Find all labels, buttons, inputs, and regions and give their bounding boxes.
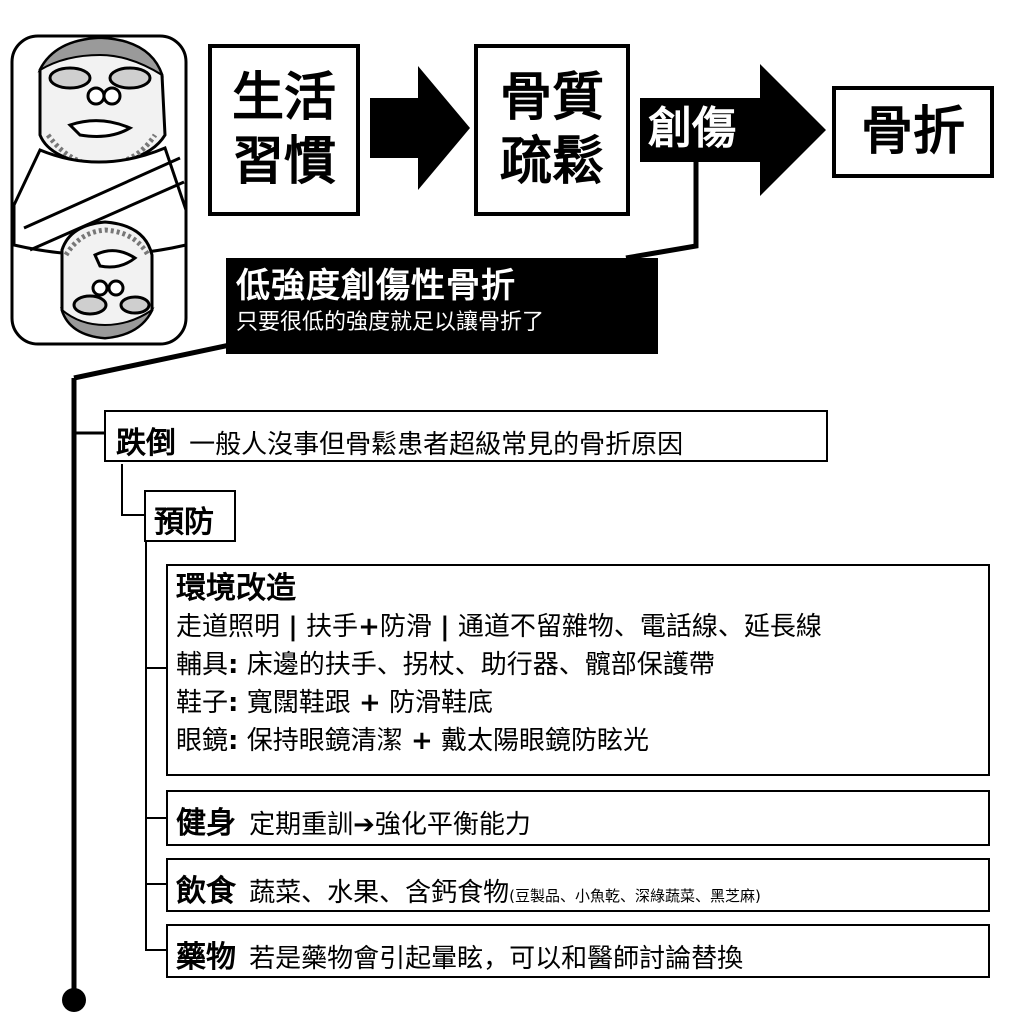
glasses-a: 保持眼鏡清潔	[246, 726, 403, 756]
glasses-colon: :	[228, 726, 239, 756]
shoes-b: 防滑鞋底	[389, 688, 494, 718]
fall-head: 跌倒	[116, 426, 176, 461]
env-lighting: 走道照明	[176, 612, 281, 642]
banner-title: 低強度創傷性骨折	[236, 266, 516, 306]
osteoporosis-line1: 骨質	[499, 68, 604, 128]
fitness-arrow-icon: ➔	[353, 810, 375, 840]
env-clear-path: 通道不留雜物、電話線、延長線	[457, 612, 822, 642]
fitness-box: 健身 定期重訓➔強化平衡能力	[166, 790, 990, 846]
env-antislip: 防滑	[379, 612, 432, 642]
lifestyle-line2: 習慣	[231, 132, 336, 192]
diet-text: 蔬菜、水果、含鈣食物	[249, 878, 510, 908]
fitness-b: 強化平衡能力	[374, 810, 531, 840]
environment-line1: 走道照明 | 扶手+防滑 | 通道不留雜物、電話線、延長線	[176, 608, 980, 646]
fitness-a: 定期重訓	[249, 810, 354, 840]
shoes-colon: :	[228, 688, 239, 718]
environment-head: 環境改造	[176, 571, 296, 606]
diet-examples: (豆製品、小魚乾、深綠蔬菜、黑芝麻)	[509, 887, 761, 905]
medicine-head: 藥物	[176, 940, 236, 975]
env-handrail: 扶手	[306, 612, 359, 642]
env-plus: +	[358, 612, 380, 642]
lower-face-icon	[59, 220, 155, 340]
environment-line2: 輔具: 床邊的扶手、拐杖、助行器、髖部保護帶	[176, 646, 980, 684]
banner-subtitle: 只要很低的強度就足以讓骨折了	[236, 310, 545, 335]
trauma-label: 創傷	[648, 103, 736, 154]
upper-face-icon	[37, 36, 167, 168]
shoes-a: 寬闊鞋跟	[246, 688, 351, 718]
shoes-plus: +	[358, 688, 381, 718]
env-sep1: |	[288, 612, 298, 642]
glasses-b: 戴太陽眼鏡防眩光	[441, 726, 650, 756]
prevention-box: 預防	[144, 490, 236, 542]
end-dot-icon	[62, 988, 86, 1012]
medicine-text: 若是藥物會引起暈眩，可以和醫師討論替換	[249, 944, 744, 974]
environment-box: 環境改造 走道照明 | 扶手+防滑 | 通道不留雜物、電話線、延長線 輔具: 床…	[166, 564, 990, 776]
diet-head: 飲食	[176, 874, 236, 909]
env-sep2: |	[440, 612, 450, 642]
aids-text: 床邊的扶手、拐杖、助行器、髖部保護帶	[246, 650, 715, 680]
osteoporosis-box: 骨質 疏鬆	[474, 44, 630, 216]
glasses-plus: +	[410, 726, 433, 756]
environment-line4: 眼鏡: 保持眼鏡清潔 + 戴太陽眼鏡防眩光	[176, 722, 980, 760]
environment-line3: 鞋子: 寬闊鞋跟 + 防滑鞋底	[176, 684, 980, 722]
trauma-arrow-icon	[640, 64, 826, 196]
fracture-box: 骨折	[832, 86, 994, 178]
lifestyle-box: 生活 習慣	[208, 44, 360, 216]
prevention-head: 預防	[154, 505, 214, 540]
lifestyle-line1: 生活	[231, 68, 336, 128]
low-trauma-banner: 低強度創傷性骨折 只要很低的強度就足以讓骨折了	[226, 258, 658, 354]
osteoporosis-line2: 疏鬆	[499, 132, 604, 192]
diet-box: 飲食 蔬菜、水果、含鈣食物(豆製品、小魚乾、深綠蔬菜、黑芝麻)	[166, 858, 990, 912]
medicine-box: 藥物 若是藥物會引起暈眩，可以和醫師討論替換	[166, 924, 990, 978]
aids-colon: :	[228, 650, 239, 680]
arrow-1-icon	[370, 66, 470, 190]
shoes-label: 鞋子	[176, 688, 229, 718]
fall-box: 跌倒 一般人沒事但骨鬆患者超級常見的骨折原因	[104, 410, 828, 462]
glasses-label: 眼鏡	[176, 726, 229, 756]
fall-text: 一般人沒事但骨鬆患者超級常見的骨折原因	[189, 430, 684, 460]
aids-label: 輔具	[176, 650, 229, 680]
character-card	[10, 34, 188, 346]
fracture-label: 骨折	[860, 102, 965, 162]
fitness-head: 健身	[176, 806, 236, 841]
